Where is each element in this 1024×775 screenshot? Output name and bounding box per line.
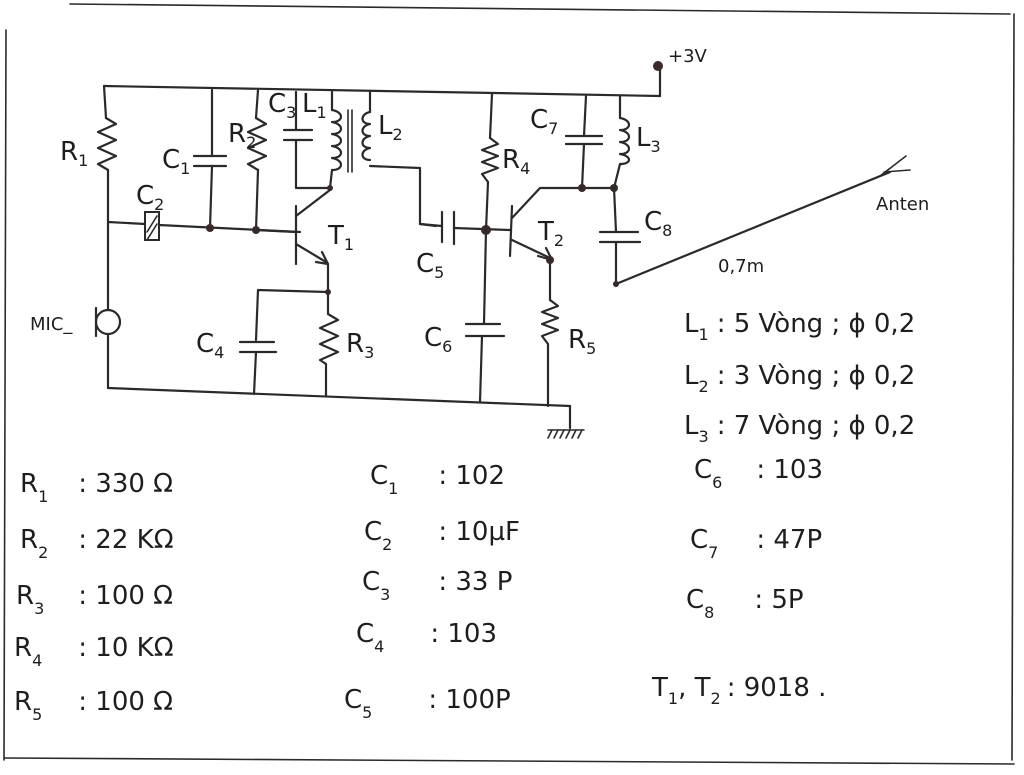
resistor-r4 xyxy=(480,92,500,232)
inductor-l3 xyxy=(612,94,631,190)
label-r5: R5 xyxy=(568,325,596,358)
label-c8: C8 xyxy=(644,207,672,240)
coil-spec-l2: L2: 3 Vòng ; ϕ 0,2 xyxy=(684,361,915,396)
coil-spec-l1: L1: 5 Vòng ; ϕ 0,2 xyxy=(684,309,915,344)
ground-rail xyxy=(106,386,585,439)
microphone xyxy=(94,298,122,390)
capacitor-c6 xyxy=(464,228,506,404)
capacitor-c8 xyxy=(598,186,642,287)
value-r4: R4: 10 KΩ xyxy=(14,633,174,670)
value-c7: C7: 47P xyxy=(690,525,822,562)
label-c3: C3 xyxy=(268,89,296,122)
capacitor-c2 xyxy=(106,211,302,241)
label-c5: C5 xyxy=(416,249,444,282)
value-c6: C6: 103 xyxy=(694,455,823,492)
resistor-value-list: R1: 330 Ω R2: 22 KΩ R3: 100 Ω R4: 10 KΩ … xyxy=(14,469,174,724)
inductor-l2 xyxy=(361,90,438,228)
label-r3: R3 xyxy=(346,329,374,362)
transistor-t1 xyxy=(254,188,332,294)
antenna-icon xyxy=(614,155,911,286)
capacitor-c1 xyxy=(192,88,228,232)
antenna-length-label: 0,7m xyxy=(718,256,764,277)
capacitor-c5 xyxy=(418,210,512,246)
capacitor-c7 xyxy=(564,94,604,190)
value-c2: C2: 10µF xyxy=(364,517,520,554)
label-c1: C1 xyxy=(162,145,190,178)
resistor-r2 xyxy=(246,88,268,234)
label-c2: C2 xyxy=(136,181,164,214)
label-l1: L1 xyxy=(302,89,327,122)
capacitor-c3 xyxy=(282,90,332,190)
resistor-r3 xyxy=(318,290,340,398)
value-transistors: T1, T2: 9018 . xyxy=(651,673,826,708)
supply-rail xyxy=(102,61,663,98)
resistor-r5 xyxy=(540,258,560,408)
paper-border xyxy=(3,3,1015,765)
capacitor-value-list-left: C1: 102 C2: 10µF C3: 33 P C4: 103 C5: 10… xyxy=(344,461,520,722)
label-l2: L2 xyxy=(378,111,403,144)
capacitor-c4 xyxy=(238,288,331,396)
transistor-t2 xyxy=(508,184,618,264)
value-r3: R3: 100 Ω xyxy=(16,581,173,618)
value-c8: C8: 5P xyxy=(686,585,804,622)
label-c6: C6 xyxy=(424,323,452,356)
label-r1: R1 xyxy=(60,137,88,170)
coil-spec-list: L1: 5 Vòng ; ϕ 0,2 L2: 3 Vòng ; ϕ 0,2 L3… xyxy=(684,309,915,446)
value-c3: C3: 33 P xyxy=(362,567,512,604)
value-r5: R5: 100 Ω xyxy=(14,687,173,724)
label-l3: L3 xyxy=(636,123,661,156)
label-t1: T1 xyxy=(327,221,354,254)
value-c1: C1: 102 xyxy=(370,461,505,498)
label-c7: C7 xyxy=(530,105,558,138)
resistor-r1 xyxy=(96,84,118,302)
capacitor-value-list-right: C6: 103 C7: 47P C8: 5P xyxy=(686,455,823,622)
value-r1: R1: 330 Ω xyxy=(20,469,173,506)
label-r2: R2 xyxy=(228,119,256,152)
antenna-label: Anten xyxy=(876,194,929,215)
inductor-l1 xyxy=(327,90,353,191)
mic-label: MIC_ xyxy=(30,314,73,335)
label-r4: R4 xyxy=(502,145,530,178)
coil-spec-l3: L3: 7 Vòng ; ϕ 0,2 xyxy=(684,411,915,446)
value-c5: C5: 100P xyxy=(344,685,511,722)
value-r2: R2: 22 KΩ xyxy=(20,525,174,562)
value-c4: C4: 103 xyxy=(356,619,497,656)
label-c4: C4 xyxy=(196,329,224,362)
label-t2: T2 xyxy=(537,217,564,250)
supply-label: +3V xyxy=(668,46,708,67)
